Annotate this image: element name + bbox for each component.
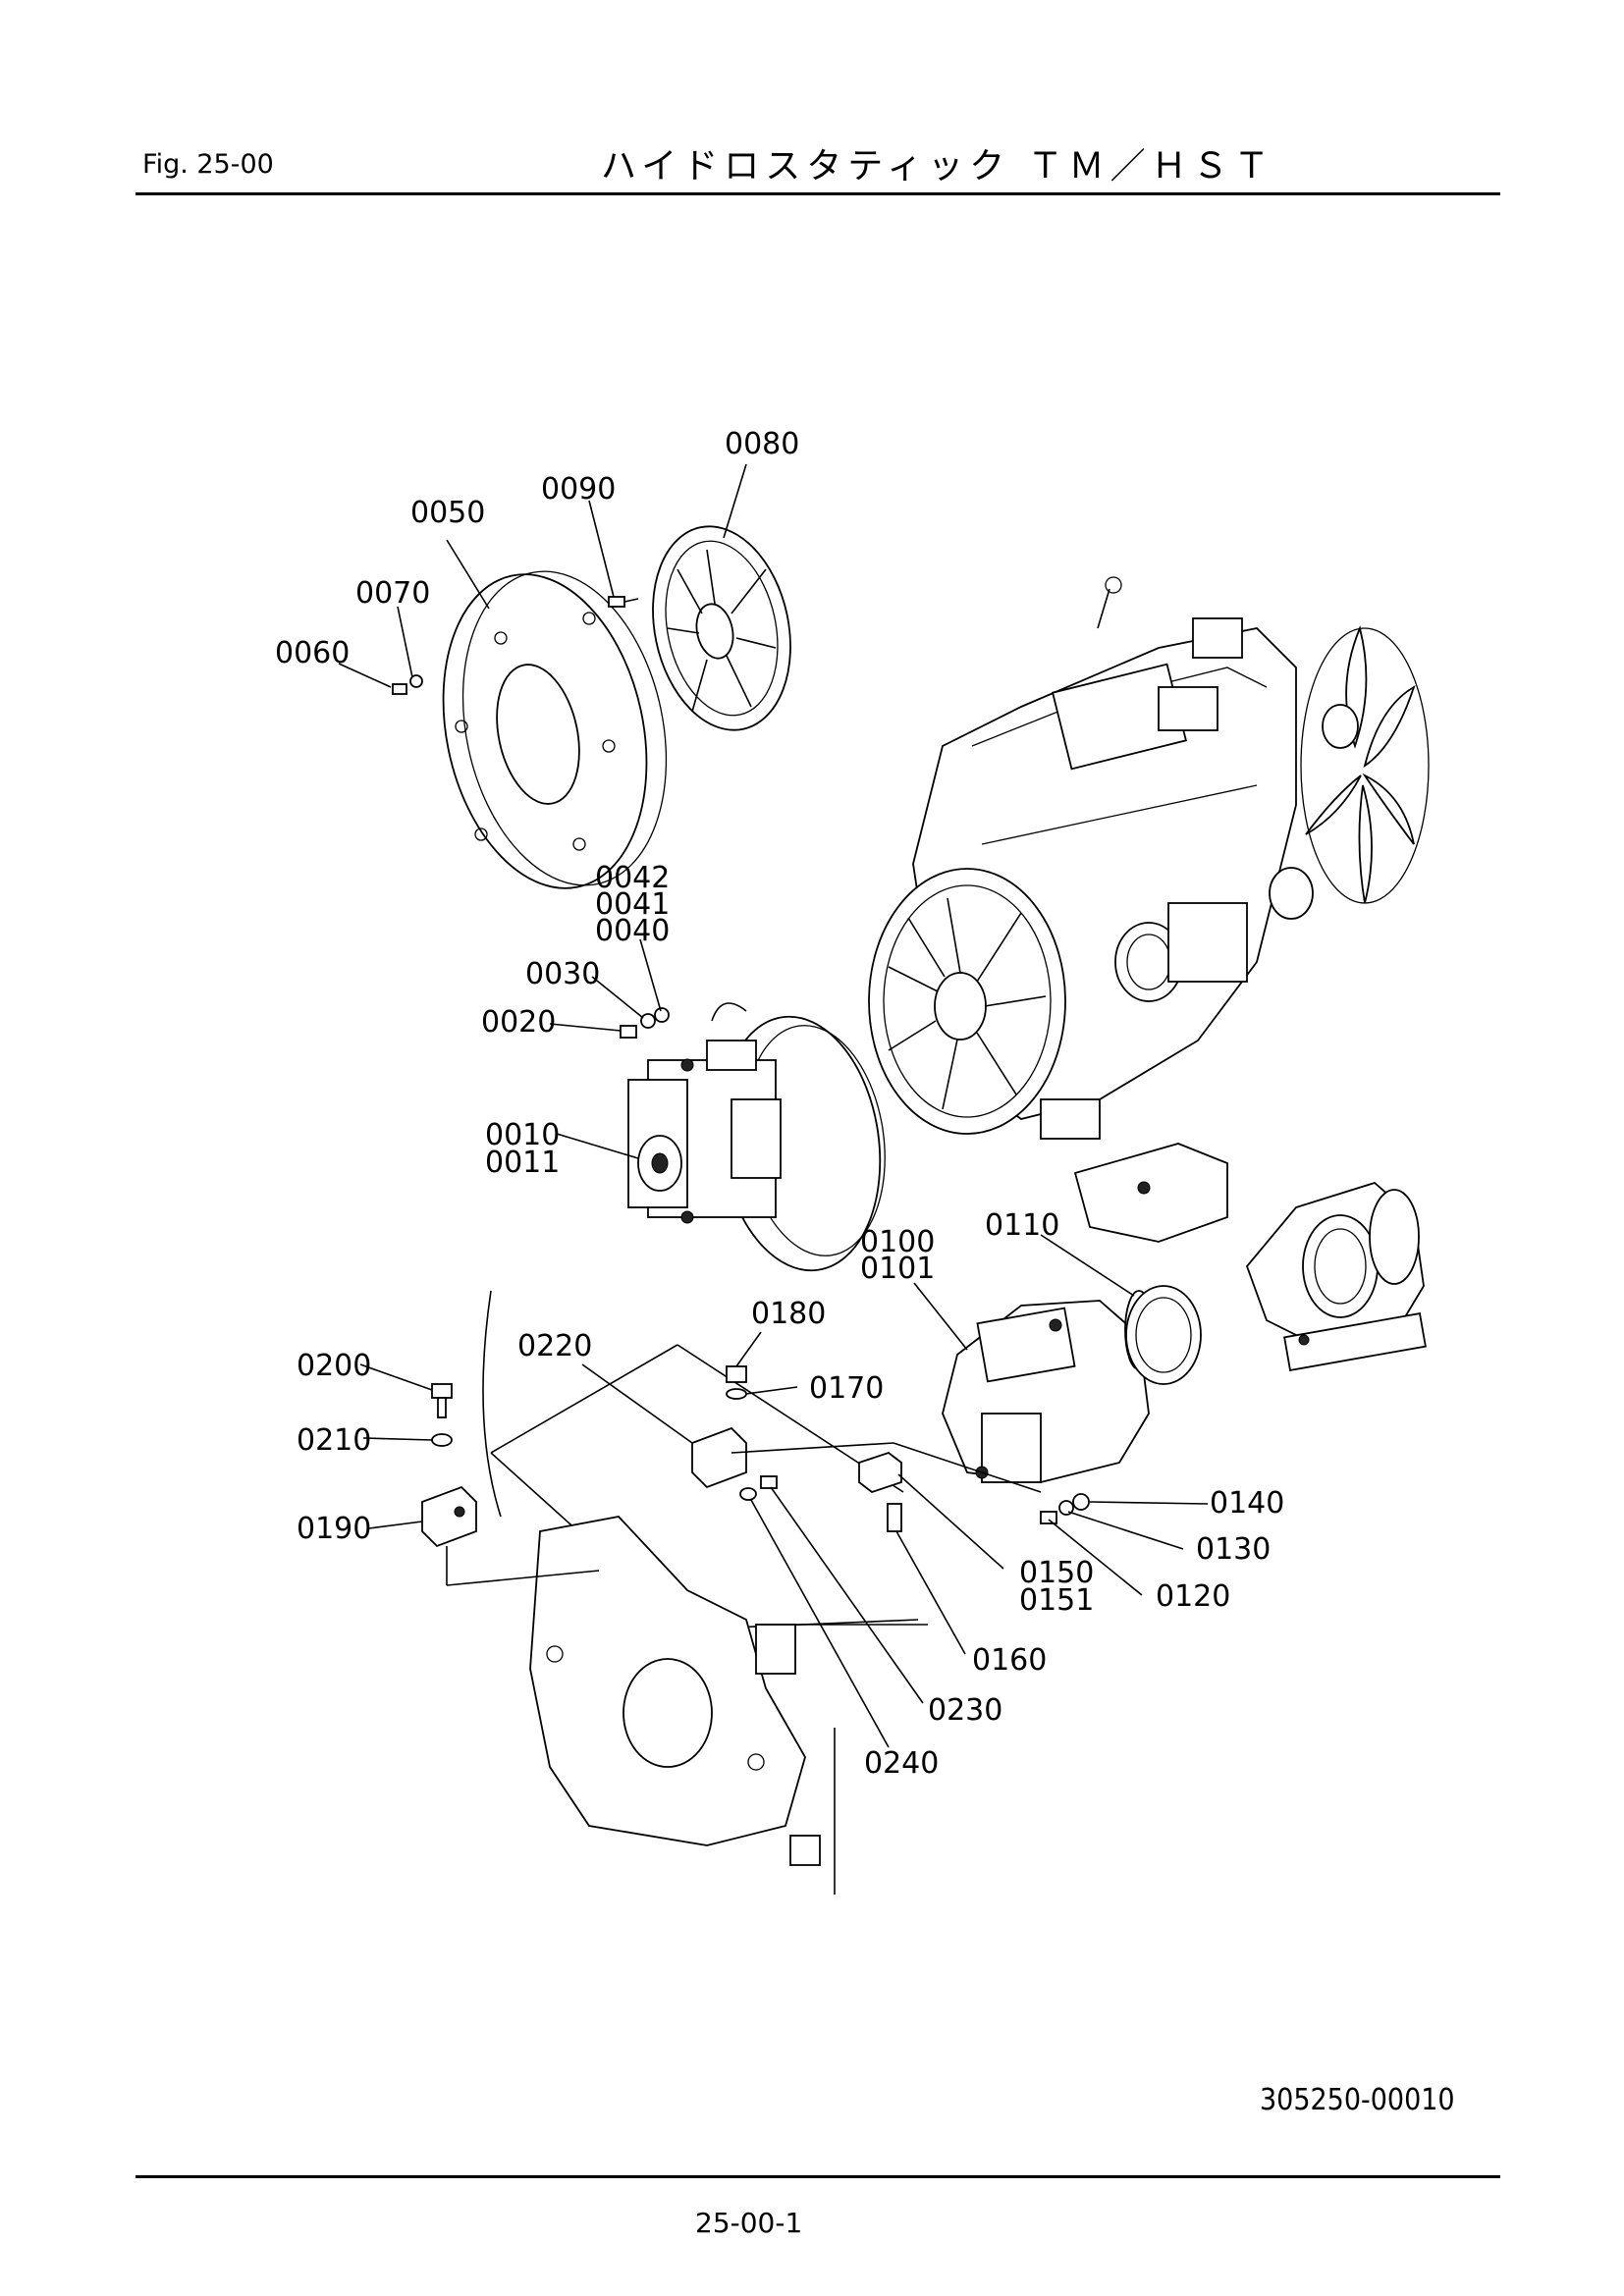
- header-rule: [135, 192, 1500, 195]
- washer-0170: [726, 1388, 747, 1400]
- callout-0010: 0010: [485, 1118, 560, 1152]
- mounting-frame: [482, 1290, 928, 1895]
- hst-pump-assembly: [627, 1002, 886, 1272]
- bolt-0230: [760, 1475, 778, 1489]
- callout-0070: 0070: [355, 576, 430, 611]
- drawing-number: 305250-00010: [1260, 2083, 1455, 2117]
- bracket-0220: [691, 1426, 747, 1489]
- block-0150: [858, 1451, 902, 1494]
- callout-0200: 0200: [297, 1349, 371, 1383]
- leader-lines: [338, 463, 1209, 1748]
- callout-labels: 0080 0090 0050 0070 0060 0042 0041 0040 …: [275, 427, 1284, 1781]
- bolt-0060: [392, 674, 423, 695]
- callout-0160: 0160: [972, 1643, 1047, 1678]
- callout-0020: 0020: [481, 1005, 556, 1040]
- bolt-0200: [431, 1383, 453, 1418]
- flywheel: [652, 525, 791, 731]
- bolt-0090: [608, 596, 639, 608]
- washer-0210: [431, 1433, 453, 1447]
- callout-0011: 0011: [485, 1146, 560, 1180]
- callout-0220: 0220: [517, 1329, 592, 1363]
- washer-0240: [739, 1487, 757, 1501]
- callout-0130: 0130: [1196, 1532, 1271, 1567]
- callout-0041: 0041: [595, 887, 670, 922]
- callout-0042: 0042: [595, 861, 670, 895]
- callout-0060: 0060: [275, 636, 350, 670]
- nut-0180: [726, 1365, 747, 1383]
- callout-0101: 0101: [860, 1252, 935, 1286]
- page-title: ハイドロスタティック ＴＭ／ＨＳＴ: [601, 146, 1275, 187]
- callout-0080: 0080: [725, 427, 799, 461]
- flywheel-housing-plate: [442, 570, 668, 889]
- callout-0151: 0151: [1019, 1583, 1094, 1618]
- engine-assembly: [868, 576, 1430, 1140]
- figure-number: Fig. 25-00: [142, 149, 274, 180]
- callout-0180: 0180: [751, 1297, 826, 1331]
- reduction-gearbox: [1073, 1143, 1427, 1371]
- callout-0230: 0230: [928, 1693, 1002, 1728]
- callout-0240: 0240: [864, 1746, 939, 1781]
- callout-0030: 0030: [525, 957, 600, 991]
- callout-0150: 0150: [1019, 1556, 1094, 1590]
- valve-block-0190: [421, 1485, 477, 1548]
- callout-0190: 0190: [297, 1512, 371, 1546]
- callout-0100: 0100: [860, 1225, 935, 1259]
- page-number: 25-00-1: [695, 2207, 803, 2239]
- callout-0120: 0120: [1156, 1579, 1230, 1614]
- callout-0170: 0170: [809, 1371, 884, 1406]
- footer-rule: [135, 2175, 1500, 2178]
- bolt-0120: [1040, 1493, 1090, 1524]
- hst-motor: [942, 1285, 1202, 1483]
- bolt-0160: [887, 1503, 902, 1532]
- callout-0210: 0210: [297, 1423, 371, 1458]
- callout-0040: 0040: [595, 914, 670, 948]
- callout-0090: 0090: [541, 472, 616, 507]
- callout-0140: 0140: [1210, 1486, 1284, 1521]
- callout-0110: 0110: [985, 1208, 1059, 1243]
- bolt-0020: [620, 1007, 670, 1039]
- callout-0050: 0050: [410, 496, 485, 530]
